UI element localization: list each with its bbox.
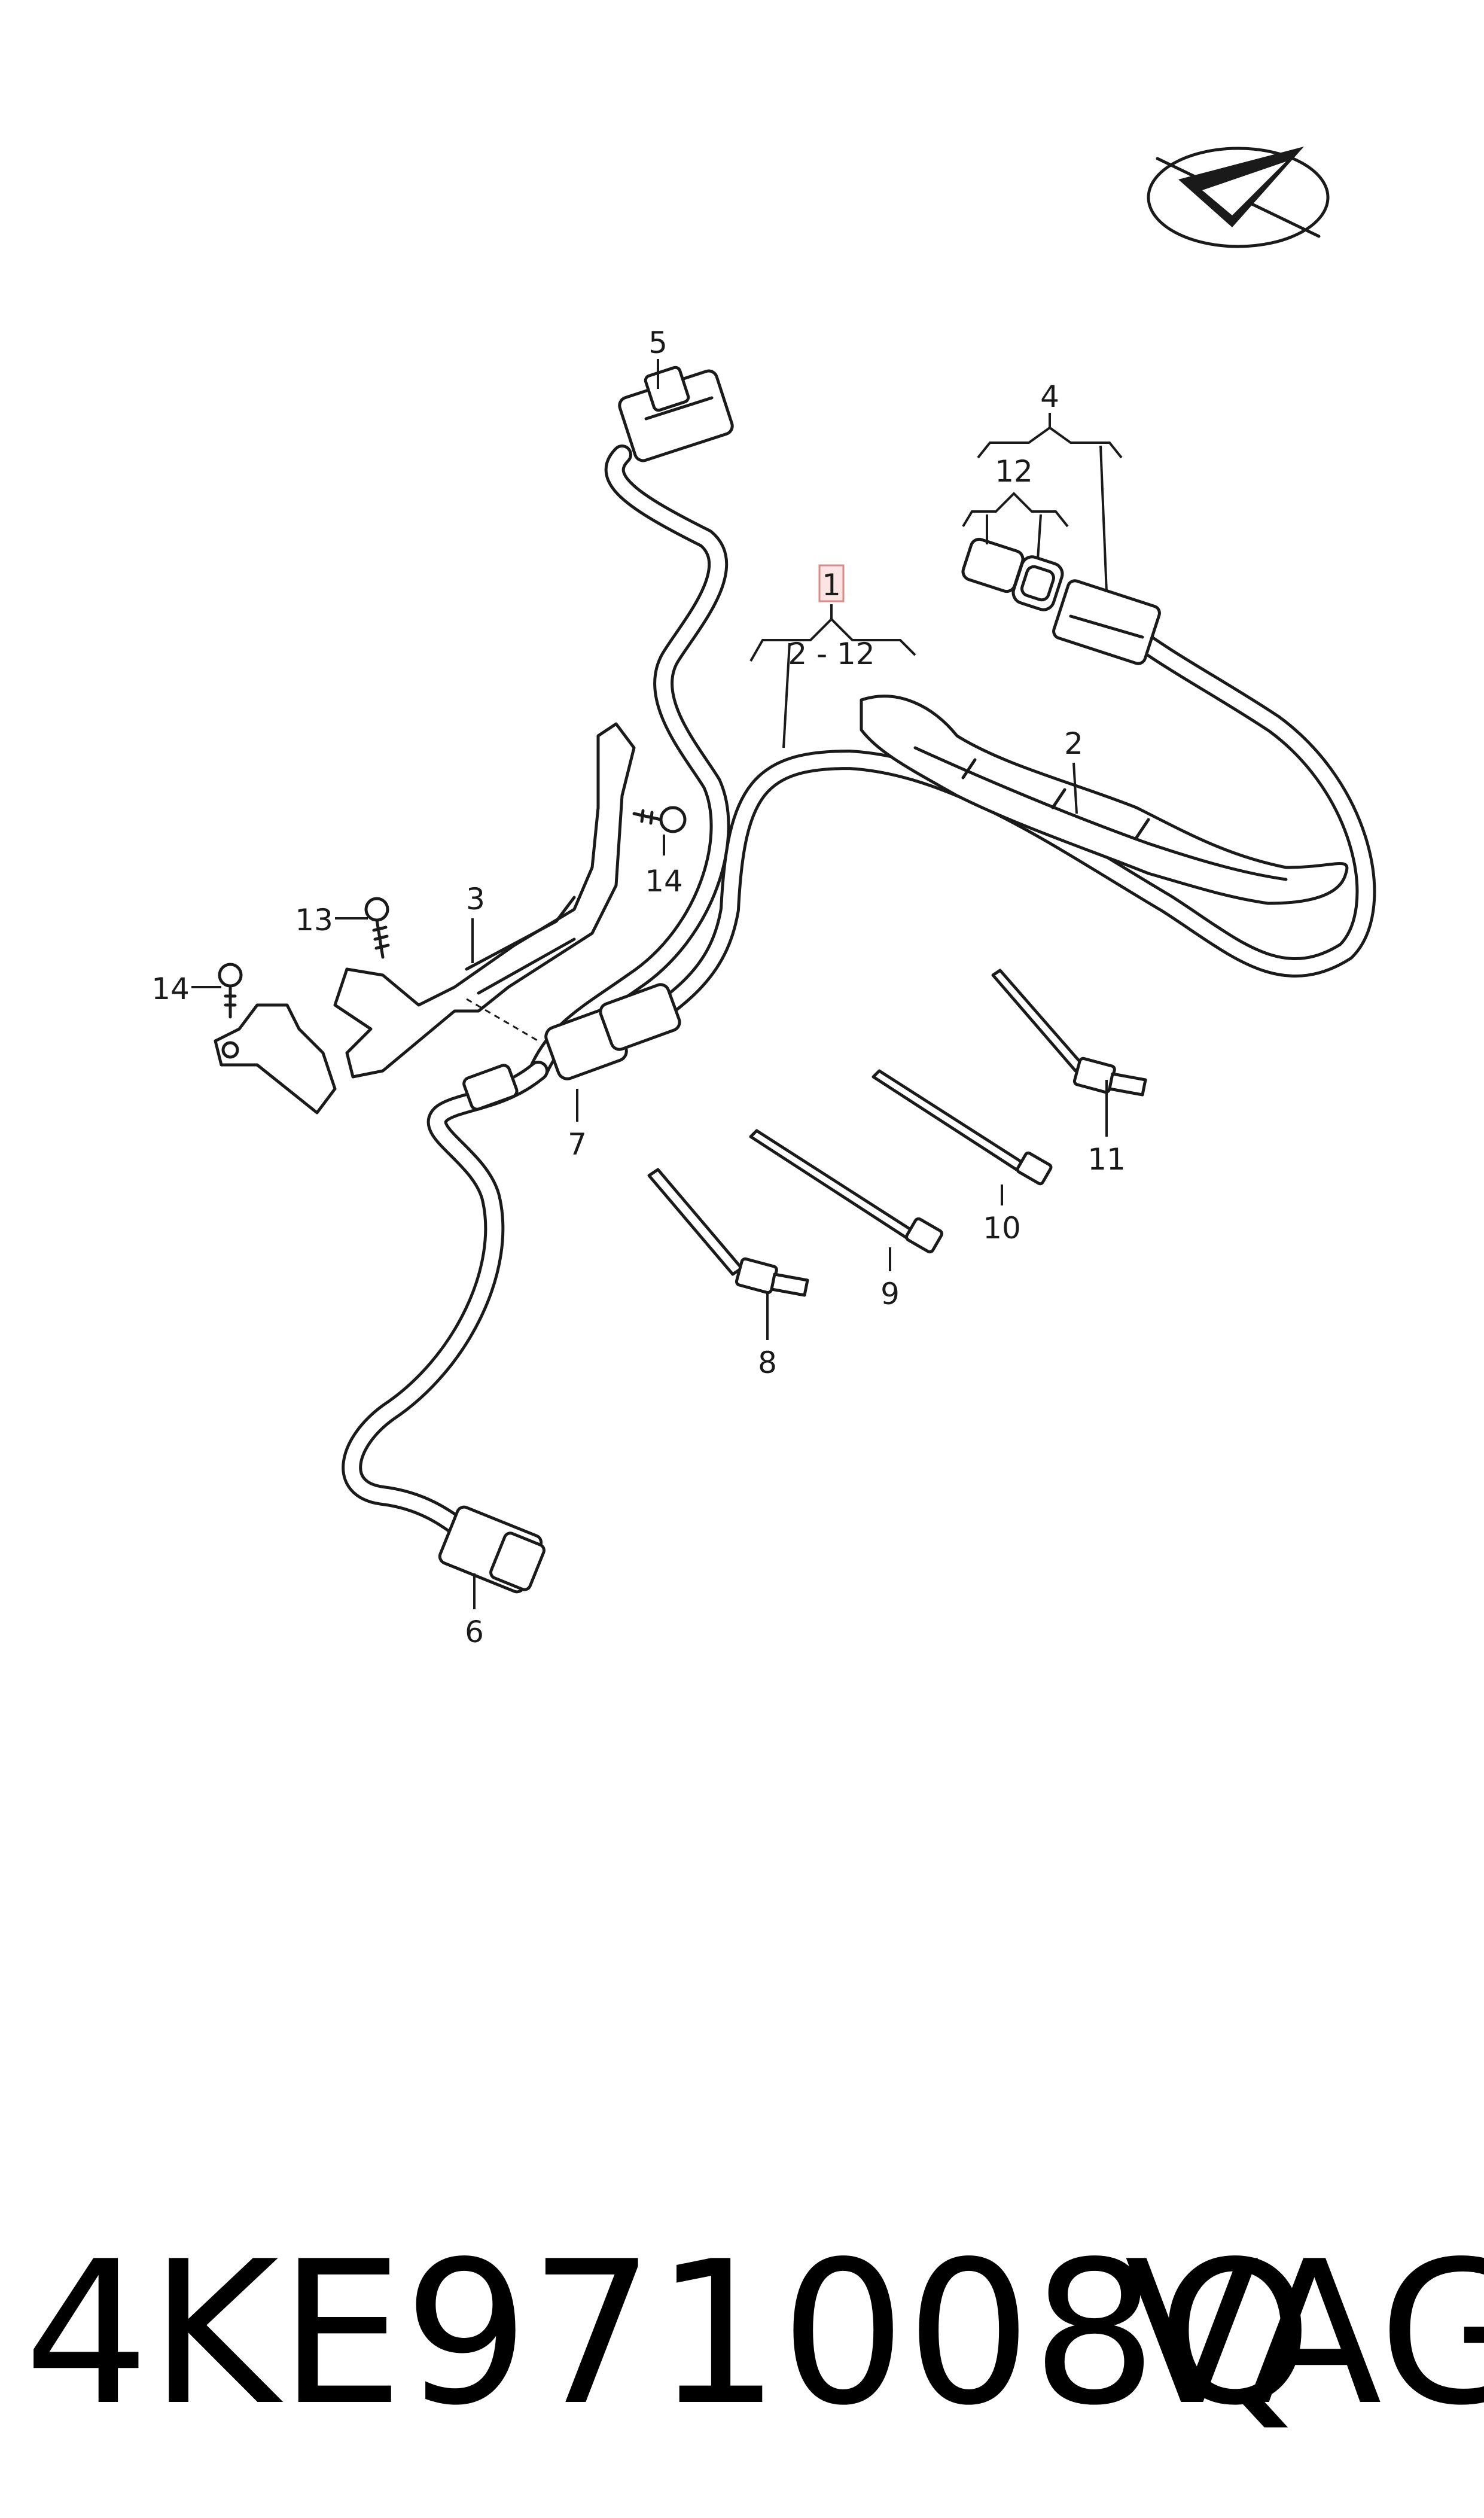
- cable-tie-10: [871, 1069, 1053, 1186]
- junction-7: [462, 983, 681, 1111]
- callout-7: 7: [568, 1127, 587, 1162]
- callout-12: 12: [995, 454, 1033, 489]
- cable-tie-11: [991, 969, 1147, 1097]
- group-bracket-4: [977, 413, 1123, 593]
- part-number: 4KE971008Q: [24, 2219, 1312, 2449]
- wiring-harness: [342, 444, 1376, 1548]
- callout-9: 9: [880, 1277, 900, 1311]
- callout-5: 5: [648, 325, 668, 360]
- group-bracket-12: [962, 492, 1069, 560]
- callout-3: 3: [466, 882, 485, 917]
- connector-5: [618, 366, 734, 462]
- group-bracket-1: [749, 604, 916, 748]
- connector-4: [1052, 579, 1161, 665]
- callout-13: 13: [295, 903, 333, 937]
- screw-13: [364, 897, 390, 959]
- main-part-label: 1: [822, 568, 841, 602]
- cable-tie-8: [647, 1168, 809, 1297]
- connector-6: [438, 1505, 546, 1594]
- callout-8: 8: [758, 1345, 777, 1380]
- seal-12: [961, 537, 1064, 611]
- bracket-3: [333, 722, 636, 1079]
- screw-14-right: [632, 806, 687, 833]
- screw-14-left: [218, 963, 243, 1019]
- group-range-label: 2 - 12: [788, 637, 874, 671]
- callout-4: 4: [1040, 379, 1059, 414]
- dashed-guide: [466, 998, 539, 1042]
- callout-6: 6: [465, 1615, 484, 1649]
- callout-14a: 14: [151, 972, 190, 1006]
- callout-11: 11: [1087, 1142, 1126, 1177]
- callout-14b: 14: [645, 864, 683, 899]
- brand-label: VAG: [1125, 2219, 1484, 2449]
- protective-sleeve-2: [860, 695, 1349, 905]
- leader-2: [1072, 762, 1078, 814]
- callout-10: 10: [983, 1211, 1021, 1246]
- cable-tie-9: [749, 1129, 943, 1254]
- bracket-14-left: [214, 1003, 337, 1115]
- direction-arrow-logo-icon: [1147, 147, 1330, 248]
- callout-2: 2: [1064, 726, 1083, 761]
- main-label-box: [818, 564, 845, 602]
